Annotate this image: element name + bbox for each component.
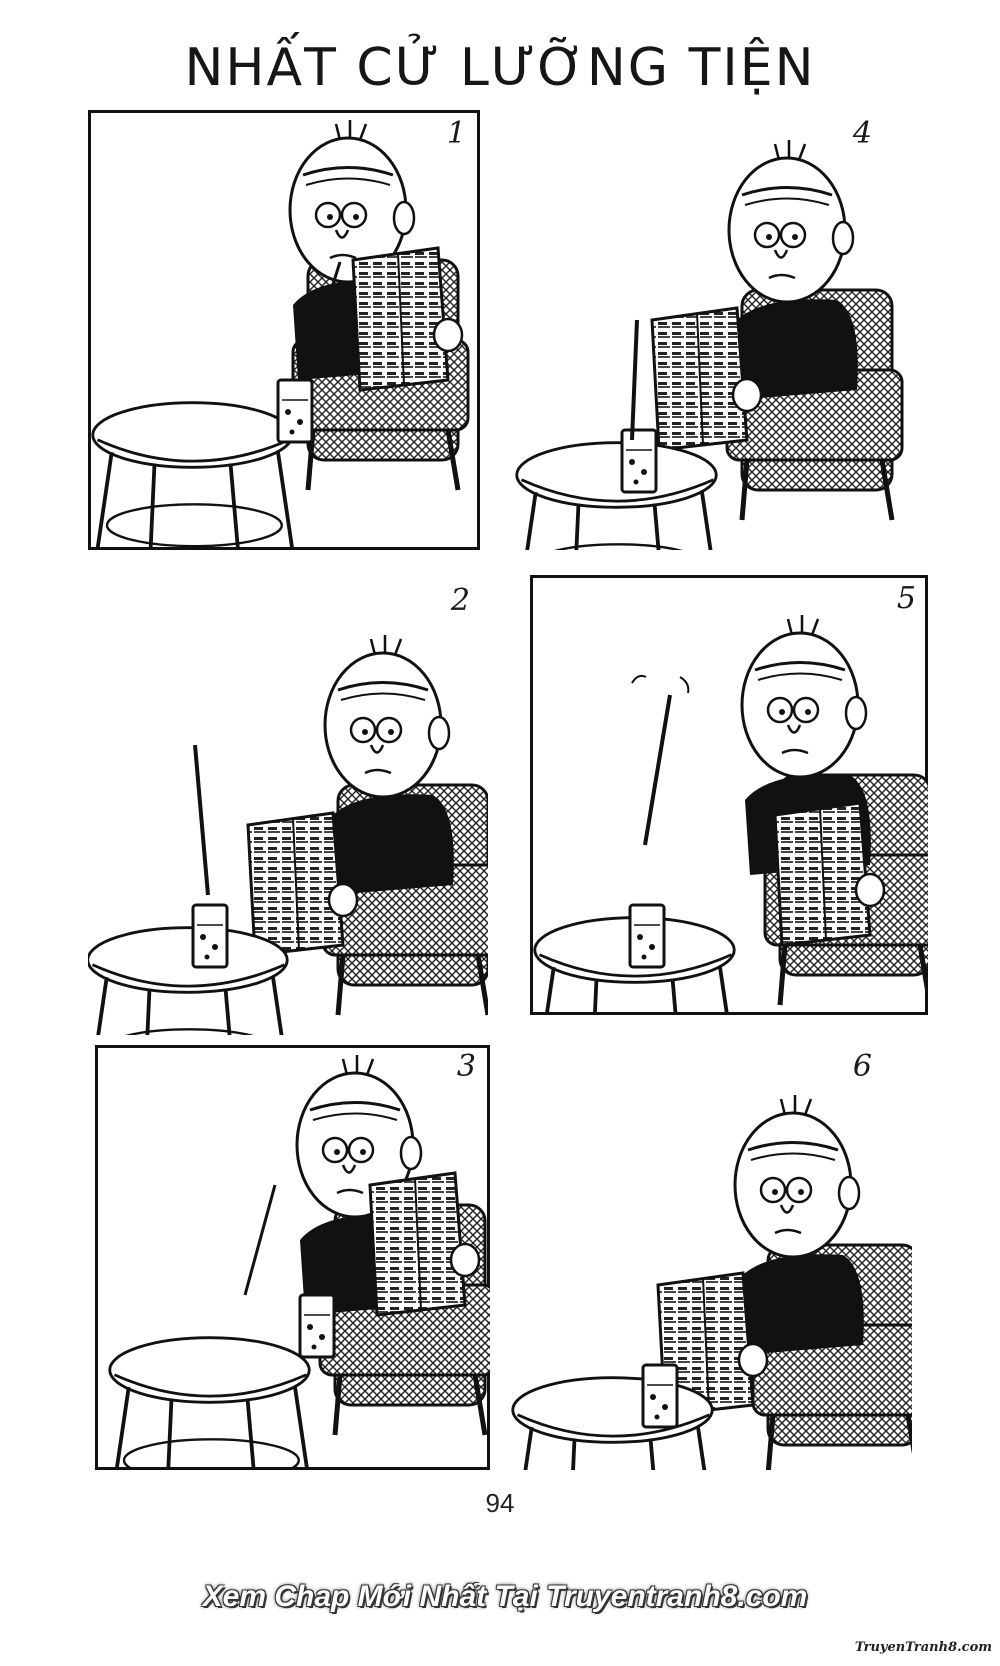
- panel-5-drawing: [530, 575, 928, 1015]
- page-number: 94: [485, 1488, 515, 1518]
- panel-1-drawing: [88, 110, 480, 550]
- panel-3-drawing: [95, 1045, 490, 1470]
- panel-number: 3: [456, 1049, 476, 1084]
- comic-panel-4: 4: [512, 110, 912, 550]
- site-watermark: Xem Chap Mới Nhất Tại Truyentranh8.com: [202, 1580, 808, 1613]
- panel-number: 5: [896, 581, 916, 616]
- panel-number: 4: [852, 116, 872, 151]
- comic-panel-5: 5: [530, 575, 928, 1015]
- panel-number: 1: [446, 116, 466, 151]
- panel-4-drawing: [514, 138, 912, 550]
- comic-panel-3: 3: [95, 1045, 490, 1470]
- comic-panel-2: 2: [88, 575, 488, 1035]
- panel-6-drawing: [510, 1093, 912, 1470]
- panel-2-drawing: [88, 633, 488, 1035]
- comic-panel-1: 1: [88, 110, 480, 550]
- site-logo: TruyenTranh8.com: [854, 1640, 992, 1655]
- panel-number: 2: [450, 583, 470, 618]
- page-title: NHẤT CỬ LƯỠNG TIỆN: [184, 38, 816, 98]
- comic-panel-6: 6: [508, 1045, 912, 1470]
- panel-number: 6: [852, 1049, 872, 1084]
